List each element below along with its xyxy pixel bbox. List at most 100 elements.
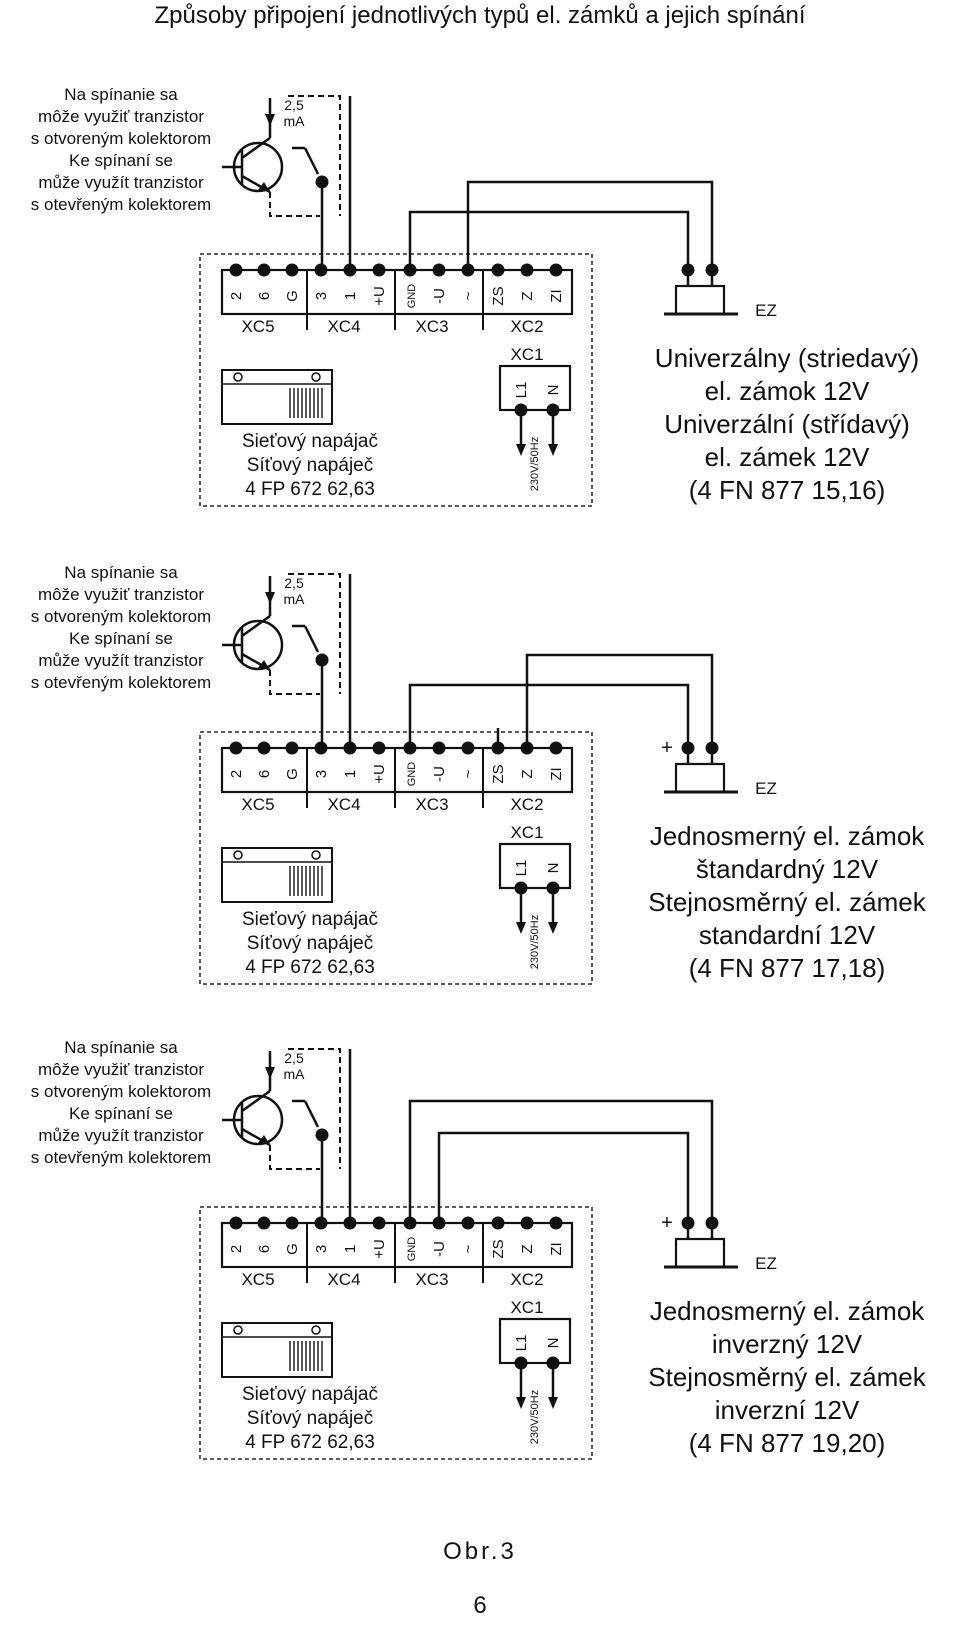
terminal-label: GND xyxy=(406,1237,418,1262)
terminal-label: GND xyxy=(406,762,418,787)
terminal-label: 6 xyxy=(256,770,273,778)
terminal-label: ZS xyxy=(490,1239,507,1258)
polarity-plus: + xyxy=(661,1212,673,1234)
terminal-label: ~ xyxy=(460,1244,477,1253)
terminal-dot xyxy=(229,1216,243,1230)
terminal-label: 2 xyxy=(228,292,245,300)
terminal-label: ZS xyxy=(490,286,507,305)
unit-outline xyxy=(199,731,593,985)
current-unit: mA xyxy=(284,1066,306,1082)
connector-label: XC3 xyxy=(415,317,448,336)
connector-label: XC5 xyxy=(241,795,274,814)
current-unit: mA xyxy=(284,113,306,129)
transistor-collector xyxy=(241,136,271,160)
lock-symbol xyxy=(674,1237,726,1269)
power-supply-label-line: Sieťový napájač xyxy=(242,431,378,452)
wire-to-1 xyxy=(340,216,350,270)
lock-description-line: Univerzálny (striedavý) xyxy=(654,343,920,373)
terminal-label: 3 xyxy=(313,770,330,778)
unit-outline xyxy=(199,1206,593,1460)
mains-pin-label: N xyxy=(545,1338,562,1349)
mains-connector xyxy=(498,364,572,412)
mains-pin-label: N xyxy=(545,863,562,874)
terminal-label: G xyxy=(284,768,301,780)
transistor-arrow xyxy=(258,1135,270,1145)
power-supply-label-line: Sieťový napájač xyxy=(242,909,378,930)
terminal-dot xyxy=(491,1216,505,1230)
terminal-dot xyxy=(285,741,299,755)
connector-label: XC3 xyxy=(415,795,448,814)
switching-note-line: Na spínanie sa xyxy=(64,1038,178,1057)
transistor-collector xyxy=(241,614,271,638)
terminal-label: 1 xyxy=(342,292,359,300)
lock-symbol xyxy=(674,762,726,794)
connector-label: XC4 xyxy=(327,317,360,336)
terminal-dot xyxy=(229,741,243,755)
current-value: 2,5 xyxy=(284,575,304,591)
lock-label: EZ xyxy=(755,301,777,320)
wire-lock-z xyxy=(408,1099,714,1223)
switching-note-line: s otvoreným kolektorom xyxy=(30,607,212,626)
terminal-block xyxy=(220,746,574,794)
terminal-label: 2 xyxy=(228,770,245,778)
terminal-dot xyxy=(549,741,563,755)
switching-note-line: Na spínanie sa xyxy=(64,563,178,582)
lock-description-line: Stejnosměrný el. zámek xyxy=(648,1362,926,1392)
switching-note-line: s otevřeným kolektorem xyxy=(30,1148,212,1167)
wire-to-1 xyxy=(340,1169,350,1223)
power-supply-label-line: Síťový napáječ xyxy=(246,933,374,954)
terminal-label: G xyxy=(284,290,301,302)
mains-voltage-label: 230V/50Hz xyxy=(529,915,541,969)
current-value: 2,5 xyxy=(284,97,304,113)
switching-note-line: s otvoreným kolektorom xyxy=(30,1082,212,1101)
terminal-label: -U xyxy=(431,766,448,782)
terminal-label: Z xyxy=(519,769,536,778)
power-supply-screw xyxy=(311,372,321,382)
contact-blade xyxy=(303,625,320,653)
power-supply-label-line: 4 FP 672 62,63 xyxy=(245,1432,375,1453)
relay-frame-dashed xyxy=(288,1048,341,1169)
switching-note-line: Ke spínaní se xyxy=(69,151,173,170)
mains-pin-label: L1 xyxy=(513,1335,530,1352)
mains-arrow xyxy=(548,444,558,456)
mains-arrow xyxy=(548,1397,558,1409)
mains-arrow xyxy=(516,444,526,456)
lock-description-line: Univerzální (střídavý) xyxy=(664,409,910,439)
terminal-dot xyxy=(372,263,386,277)
terminal-label: -U xyxy=(431,288,448,304)
power-supply-label-line: Síťový napáječ xyxy=(246,455,374,476)
terminal-label: 3 xyxy=(313,1245,330,1253)
transistor-collector xyxy=(241,1089,271,1113)
mains-arrow xyxy=(516,1397,526,1409)
wire-lock-a xyxy=(408,210,690,270)
lock-description-line: Jednosmerný el. zámok xyxy=(649,1296,925,1326)
power-supply-screw xyxy=(233,372,243,382)
terminal-label: -U xyxy=(431,1241,448,1257)
lock-description-line: (4 FN 877 19,20) xyxy=(688,1428,886,1458)
terminal-label: ZS xyxy=(490,764,507,783)
switching-note-line: s otvoreným kolektorom xyxy=(30,129,212,148)
power-supply-screw xyxy=(311,850,321,860)
switching-note-line: s otevřeným kolektorem xyxy=(30,195,212,214)
terminal-dot xyxy=(257,263,271,277)
terminal-label: +U xyxy=(371,1239,388,1259)
switching-note-line: s otevřeným kolektorem xyxy=(30,673,212,692)
terminal-label: G xyxy=(284,1243,301,1255)
lock-description-line: štandardný 12V xyxy=(695,854,879,884)
power-supply-label-line: Sieťový napájač xyxy=(242,1384,378,1405)
terminal-dot xyxy=(432,263,446,277)
switching-note-line: může využít tranzistor xyxy=(38,1126,204,1145)
switching-note-line: Ke spínaní se xyxy=(69,1104,173,1123)
lock-description-line: inverzný 12V xyxy=(711,1329,863,1359)
switching-note-line: Na spínanie sa xyxy=(64,85,178,104)
mains-pin-label: N xyxy=(545,385,562,396)
wire-lock-z xyxy=(525,653,714,748)
power-supply-label-line: 4 FP 672 62,63 xyxy=(245,957,375,978)
